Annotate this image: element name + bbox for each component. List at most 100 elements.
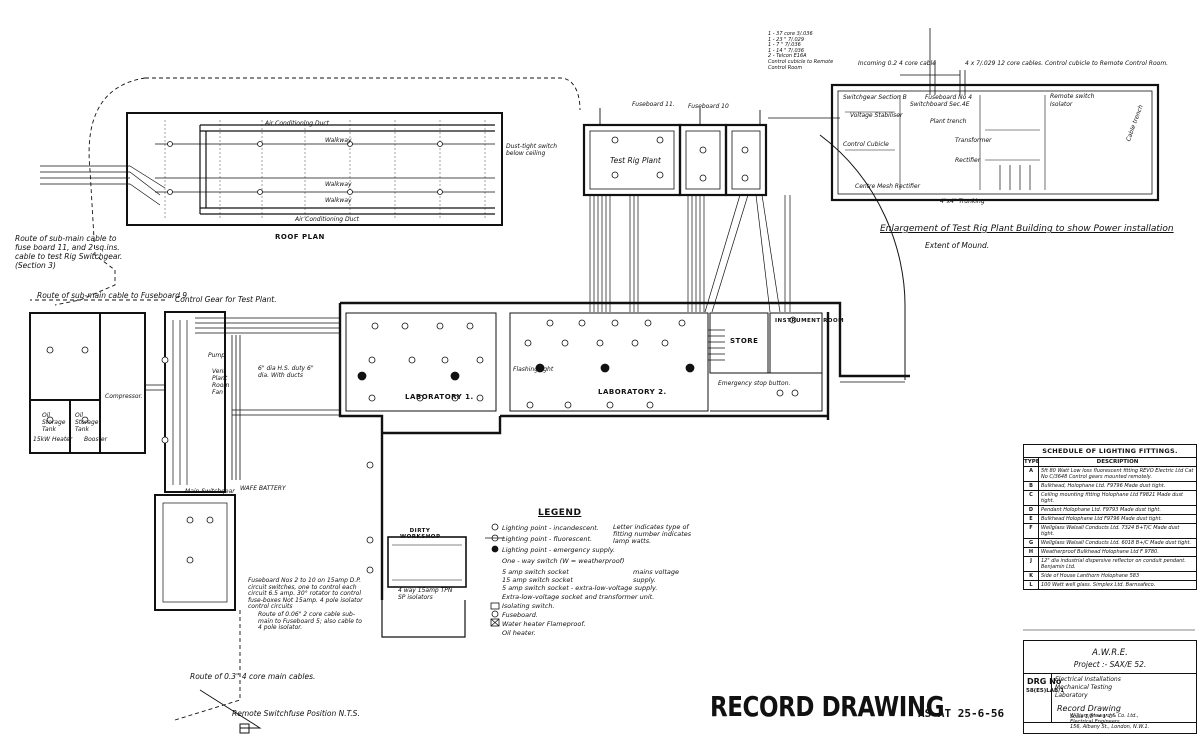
schedule-desc: Weatherproof Bulkhead Holophane Ltd F 97… <box>1041 549 1159 555</box>
schedule-desc: Bulkhead Holophane Ltd F9796 Made dust t… <box>1041 516 1163 522</box>
room-store: STORE <box>730 337 759 345</box>
schedule-desc: 100 Watt well glass. Simplex Ltd. Barnsa… <box>1041 582 1156 588</box>
schedule-type: J <box>1024 557 1039 571</box>
legend-item: Oil heater. <box>502 628 536 637</box>
legend-item: 5 amp switch socket <box>502 567 569 576</box>
enl-switchgear: Switchgear Section B <box>843 94 907 101</box>
room-lab1: LABORATORY 1. <box>405 393 474 401</box>
route-03-note: Route of 0.3" 4 core main cables. <box>190 672 316 681</box>
tb-desc-3: Laboratory <box>1055 692 1088 699</box>
lighting-schedule: SCHEDULE OF LIGHTING FITTINGS. TYPE DESC… <box>1023 444 1197 590</box>
duct-label-top: Air Conditioning Duct <box>265 120 330 127</box>
mains-ducts-note: 6" dia H.S. duty 6" dia. With ducts <box>258 365 314 379</box>
schedule-desc: Wellglass Walsall Conducts Ltd. 6018 B+/… <box>1041 540 1192 546</box>
title-block: A.W.R.E. Project :- SAX/E 52. DRG No 58(… <box>1023 640 1197 734</box>
schedule-desc: Wellglass Walsall Conducts Ltd. 7324 B+T… <box>1041 525 1180 537</box>
room-test-rig: Test Rig Plant <box>610 156 661 165</box>
room-dirty-workshop: DIRTY WORKSHOP <box>400 528 441 540</box>
schedule-type: H <box>1024 548 1039 556</box>
tb-drg-number: 58(E5)LAB/1 <box>1026 688 1065 694</box>
record-drawing-stamp: RECORD DRAWING <box>710 690 945 723</box>
dust-switch-note: Dust-tight switch below ceiling <box>506 143 558 157</box>
legend-item: Lighting point - emergency supply. <box>502 545 616 554</box>
schedule-col-desc: DESCRIPTION <box>1096 459 1139 465</box>
enlargement-outline <box>768 28 1160 202</box>
schedule-desc: Pendant Holophane Ltd. F9793 Made dust t… <box>1041 507 1161 513</box>
schedule-desc: Ceiling mounting fitting Holophane Ltd F… <box>1041 492 1184 504</box>
cable-key-line: 1 - 37 core 3/.036 <box>768 31 813 37</box>
schedule-type: L <box>1024 581 1039 589</box>
schedule-type: C <box>1024 491 1039 505</box>
isolators-label: 4 way 15amp TPN SP isolators <box>398 587 453 601</box>
enl-control-cubicle: Control Cubicle <box>843 141 889 148</box>
incoming-cable-note: Incoming 0.2 4 core cable <box>858 60 936 67</box>
legend-item: Extra-low-voltage socket and transformer… <box>502 592 655 601</box>
room-instrument: INSTRUMENT ROOM <box>775 318 845 324</box>
enl-trunking: 4"x4" Trunking <box>940 198 985 205</box>
pump-label: Pump <box>208 352 226 359</box>
enl-plant-trench: Plant trench <box>930 118 967 125</box>
tb-desc-1: Electrical Installations <box>1055 676 1121 683</box>
schedule-header: TYPE DESCRIPTION <box>1024 458 1196 467</box>
submain-route-fb9: Route of sub-main cable to Fuseboard 9 <box>37 291 188 300</box>
fuseboard-11-label: Fuseboard 11. <box>632 101 675 108</box>
cable-key-line: 2 - Telcon E16A <box>768 53 807 60</box>
legend-item: 5 amp switch socket - extra-low-voltage … <box>502 583 658 592</box>
wafe-battery-label: WAFE BATTERY <box>240 485 286 492</box>
emergency-stop-note: Emergency stop button. <box>718 380 791 387</box>
cable-key-line: 1 - 23 " 7/.029 <box>768 36 805 43</box>
schedule-type: F <box>1024 524 1039 538</box>
legend-item: One - way switch (W = weatherproof) <box>502 556 625 565</box>
schedule-desc: Side of House Lanthorn Holophane 583 <box>1041 573 1140 579</box>
legend-item: Lighting point - fluorescent. <box>502 534 593 543</box>
legend-mains-note: mains voltage supply. <box>633 567 679 584</box>
schedule-desc: Bulkhead, Holophane Ltd. F9796 Made dust… <box>1041 483 1166 489</box>
tb-organisation: A.W.R.E. <box>1092 648 1128 658</box>
booster-label: Booster <box>84 436 108 443</box>
legend-symbols <box>485 523 505 627</box>
fuseboard-10-label: Fuseboard 10 <box>688 103 729 110</box>
schedule-type: D <box>1024 506 1039 514</box>
roof-plan-title: ROOF PLAN <box>275 233 325 241</box>
control-gear-note: Control Gear for Test Plant. <box>175 295 277 304</box>
enl-voltage-stabiliser: Voltage Stabiliser <box>850 112 903 119</box>
cable-key-line: Control cubicle to Remote <box>768 58 834 65</box>
enlargement-caption: Enlargement of Test Rig Plant Building t… <box>880 224 1174 234</box>
tb-divider <box>1024 673 1196 674</box>
fuseboard-nos-note: Fuseboard Nos 2 to 10 on 15amp D.P. circ… <box>248 577 363 610</box>
vent-plant-label: Vent Plant Room Fan <box>212 368 230 396</box>
cable-key: 1 - 37 core 3/.036 1 - 23 " 7/.029 1 - 7… <box>768 31 834 71</box>
walkway-label-2: Walkway <box>325 181 352 188</box>
tb-drg-label: DRG No <box>1027 677 1062 686</box>
tb-scale: Scale 1/8" = 1'-0" <box>1070 714 1115 720</box>
tb-firm-1: William Steward & Co. Ltd., <box>1070 713 1139 719</box>
cable-key-line: Control Room <box>768 64 803 71</box>
tb-desc-2: Mechanical Testing <box>1055 684 1113 691</box>
schedule-desc: 5ft 80 Watt Low loss fluorescent fitting… <box>1041 468 1194 480</box>
control-cables-note: 4 x 7/.029 12 core cables. Control cubic… <box>965 60 1169 67</box>
enl-rectifier: Rectifier <box>955 157 981 164</box>
room-lab2: LABORATORY 2. <box>598 388 667 396</box>
legend-title: LEGEND <box>538 508 582 518</box>
legend-item: 15 amp switch socket <box>502 575 573 584</box>
schedule-type: E <box>1024 515 1039 523</box>
as-at-date: AS AT 25-6-56 <box>918 707 1005 720</box>
tb-firm-3: 156, Albany St., London, N.W.1. <box>1070 724 1150 730</box>
dirty-workshop <box>381 536 467 638</box>
schedule-title: SCHEDULE OF LIGHTING FITTINGS. <box>1024 445 1196 458</box>
heater-label: 15kW Heater <box>33 436 73 443</box>
schedule-type: G <box>1024 539 1039 547</box>
oil-storage-2-label: Oil Storage Tank <box>75 412 99 433</box>
cable-key-line: 1 - 7 " 7/.036 <box>768 42 801 49</box>
tb-record: Record Drawing <box>1057 704 1121 713</box>
enl-remote-switch: Remote switch <box>1050 93 1095 100</box>
